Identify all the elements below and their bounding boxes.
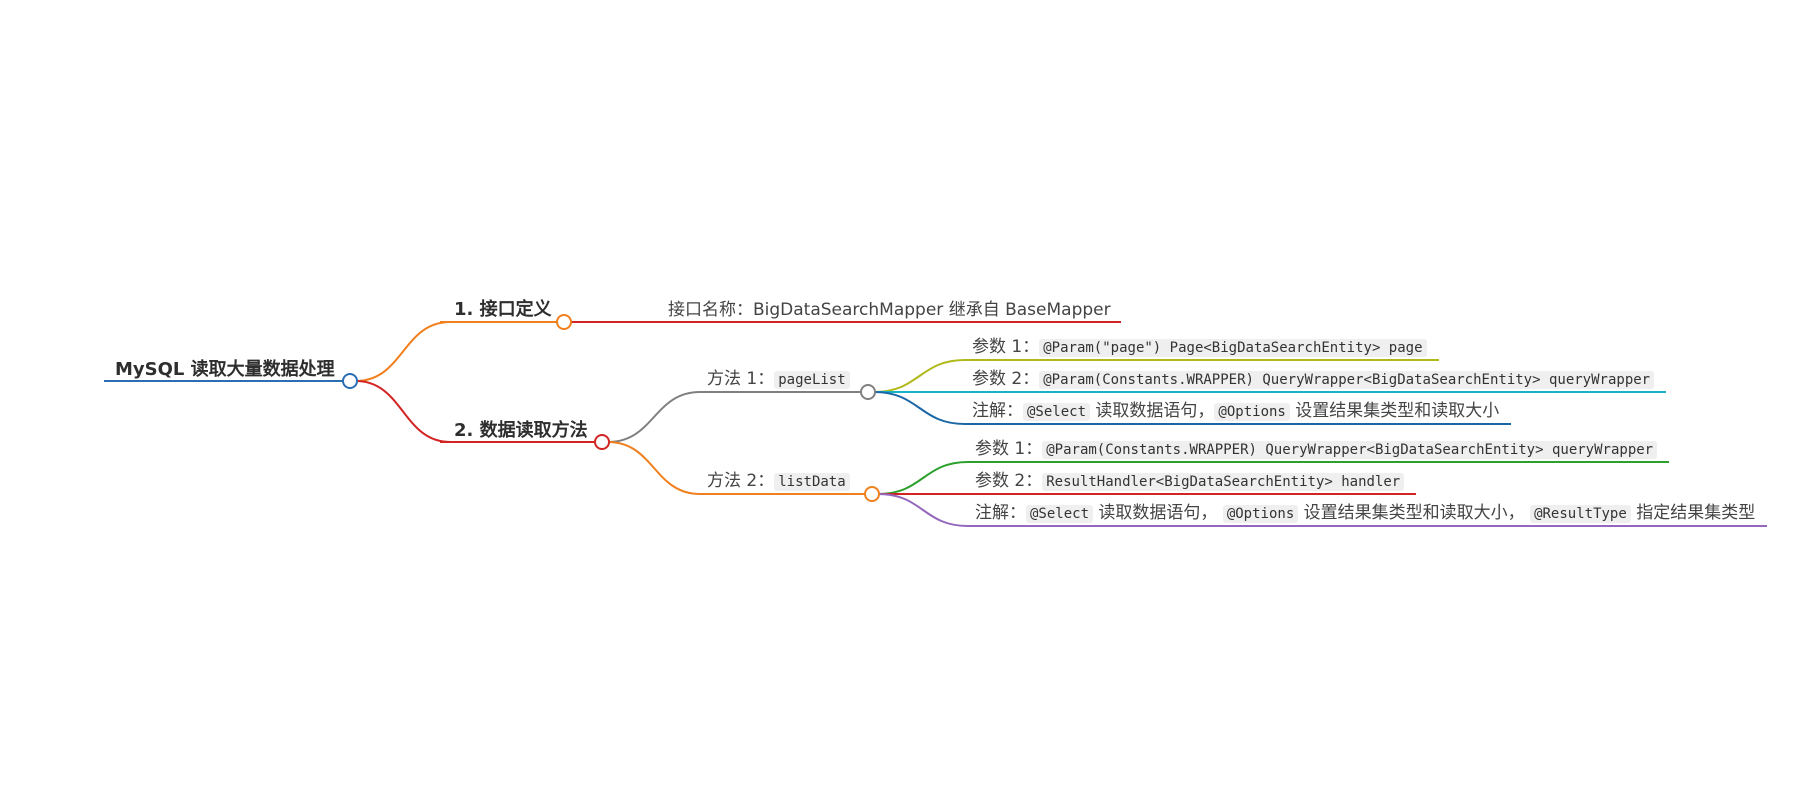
root-node[interactable]: MySQL 读取大量数据处理 <box>115 358 335 382</box>
method-2-resulttype-text: 指定结果集类型 <box>1636 503 1756 523</box>
branch-methods-label: 2. 数据读取方法 <box>454 420 588 441</box>
method-2-label: 方法 2： <box>707 471 775 491</box>
method-1-name-code: pageList <box>774 371 850 389</box>
methods-to-method-1-connector <box>607 391 701 443</box>
method-2-param-1-label: 参数 1： <box>975 439 1043 459</box>
method-2-annotation-connector <box>877 493 969 527</box>
method-2-param-2-node[interactable]: 参数 2：ResultHandler<BigDataSearchEntity> … <box>975 469 1405 494</box>
branch-interface-label: 1. 接口定义 <box>454 299 552 320</box>
method-2-node[interactable]: 方法 2：listData <box>707 469 850 494</box>
root-to-interface-connector <box>355 321 451 382</box>
method-1-annotation-label: 注解： <box>972 401 1023 421</box>
method-1-select-text: 读取数据语句， <box>1095 401 1215 421</box>
method-1-param-2-code: @Param(Constants.WRAPPER) QueryWrapper<B… <box>1039 371 1655 389</box>
method-2-options-text: 设置结果集类型和读取大小， <box>1303 503 1525 523</box>
method-1-toggle-circle <box>860 384 876 400</box>
method-1-param-2-node[interactable]: 参数 2：@Param(Constants.WRAPPER) QueryWrap… <box>972 367 1655 392</box>
method-1-options-code: @Options <box>1214 403 1290 421</box>
method-2-param-1-node[interactable]: 参数 1：@Param(Constants.WRAPPER) QueryWrap… <box>975 437 1658 462</box>
method-1-param-1-label: 参数 1： <box>972 337 1040 357</box>
method-2-param-2-label: 参数 2： <box>975 471 1043 491</box>
method-2-resulttype-code: @ResultType <box>1530 505 1631 523</box>
method-2-param-2-code: ResultHandler<BigDataSearchEntity> handl… <box>1042 473 1405 491</box>
root-to-methods-connector <box>355 380 451 443</box>
method-2-select-code: @Select <box>1026 505 1094 523</box>
method-2-annotation-node[interactable]: 注解：@Select 读取数据语句， @Options 设置结果集类型和读取大小… <box>975 501 1755 526</box>
method-1-param-1-code: @Param("page") Page<BigDataSearchEntity>… <box>1039 339 1427 357</box>
interface-toggle-circle <box>556 314 572 330</box>
method-2-name-code: listData <box>774 473 850 491</box>
interface-name-text: 接口名称：BigDataSearchMapper 继承自 BaseMapper <box>668 300 1111 320</box>
node-toggle-circles <box>342 314 880 502</box>
method-2-param-1-code: @Param(Constants.WRAPPER) QueryWrapper<B… <box>1042 441 1658 459</box>
node-underlines <box>104 321 1767 527</box>
method-2-param-1-connector <box>877 461 969 495</box>
method-1-node[interactable]: 方法 1：pageList <box>707 367 850 392</box>
method-2-annotation-label: 注解： <box>975 503 1026 523</box>
method-1-label: 方法 1： <box>707 369 775 389</box>
method-1-param-1-connector <box>873 359 966 393</box>
methods-toggle-circle <box>594 434 610 450</box>
method-2-toggle-circle <box>864 486 880 502</box>
branch-interface-definition[interactable]: 1. 接口定义 <box>454 298 552 322</box>
method-2-select-text: 读取数据语句， <box>1098 503 1218 523</box>
method-1-options-text: 设置结果集类型和读取大小 <box>1295 401 1500 421</box>
branch-data-reading-methods[interactable]: 2. 数据读取方法 <box>454 419 588 443</box>
method-1-annotation-connector <box>873 391 966 425</box>
methods-to-method-2-connector <box>607 441 701 495</box>
method-1-param-1-node[interactable]: 参数 1：@Param("page") Page<BigDataSearchEn… <box>972 335 1427 360</box>
interface-name-node[interactable]: 接口名称：BigDataSearchMapper 继承自 BaseMapper <box>668 298 1111 322</box>
root-node-text: MySQL 读取大量数据处理 <box>115 359 335 380</box>
method-1-annotation-node[interactable]: 注解：@Select 读取数据语句，@Options 设置结果集类型和读取大小 <box>972 399 1499 424</box>
root-toggle-circle <box>342 373 358 389</box>
method-2-options-code: @Options <box>1222 505 1299 523</box>
method-1-select-code: @Select <box>1023 403 1091 421</box>
method-1-param-2-label: 参数 2： <box>972 369 1040 389</box>
mindmap-connectors <box>355 321 969 527</box>
